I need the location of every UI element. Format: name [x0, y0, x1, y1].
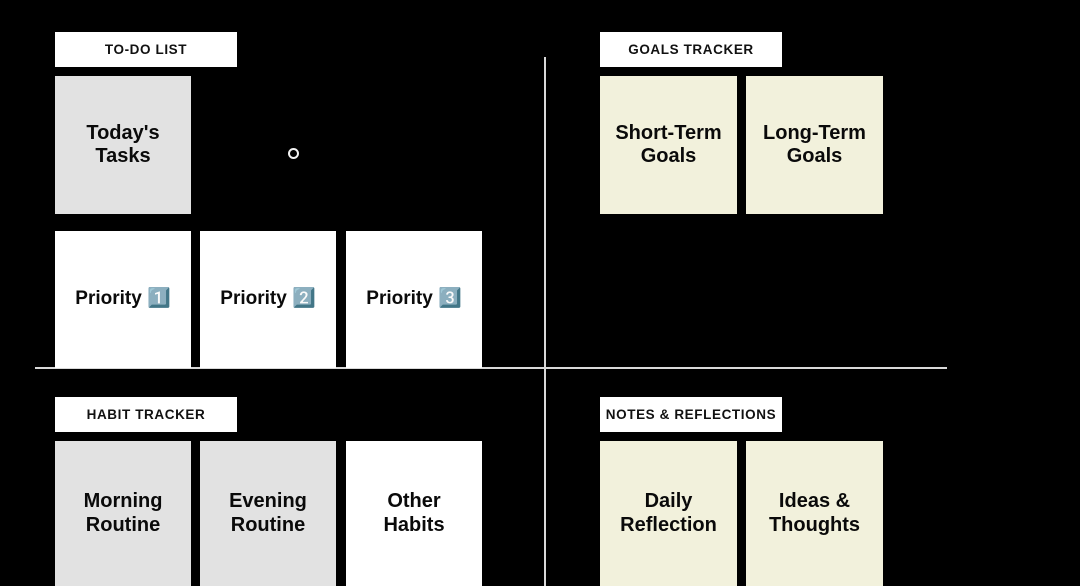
card-label: Other Habits [383, 490, 445, 536]
card-ideas-thoughts[interactable]: Ideas & Thoughts [746, 441, 883, 586]
card-label: Daily Reflection [620, 490, 717, 536]
card-other-habits[interactable]: Other Habits [346, 441, 482, 586]
card-priority-1[interactable]: Priority 1️⃣ [55, 231, 191, 368]
card-short-term-goals[interactable]: Short-Term Goals [600, 76, 737, 214]
card-label: Priority 3️⃣ [366, 288, 462, 310]
card-long-term-goals[interactable]: Long-Term Goals [746, 76, 883, 214]
card-todays-tasks[interactable]: Today's Tasks [55, 76, 191, 214]
card-label: Long-Term Goals [763, 121, 866, 167]
card-daily-reflection[interactable]: Daily Reflection [600, 441, 737, 586]
horizontal-divider [35, 367, 947, 369]
section-label-habit-tracker: HABIT TRACKER [55, 397, 237, 432]
card-label: Evening Routine [229, 490, 307, 536]
card-priority-2[interactable]: Priority 2️⃣ [200, 231, 336, 368]
card-label: Short-Term Goals [615, 121, 722, 167]
card-label: Today's Tasks [86, 121, 160, 167]
section-label-to-do-list: TO-DO LIST [55, 32, 237, 67]
cursor-ring-icon [288, 148, 299, 159]
vertical-divider [544, 57, 546, 586]
card-priority-3[interactable]: Priority 3️⃣ [346, 231, 482, 368]
section-label-notes-reflections: NOTES & REFLECTIONS [600, 397, 782, 432]
card-evening-routine[interactable]: Evening Routine [200, 441, 336, 586]
card-label: Morning Routine [83, 490, 163, 536]
card-morning-routine[interactable]: Morning Routine [55, 441, 191, 586]
card-label: Ideas & Thoughts [768, 490, 861, 536]
card-label: Priority 2️⃣ [220, 288, 316, 310]
card-label: Priority 1️⃣ [75, 288, 171, 310]
section-label-goals-tracker: GOALS TRACKER [600, 32, 782, 67]
